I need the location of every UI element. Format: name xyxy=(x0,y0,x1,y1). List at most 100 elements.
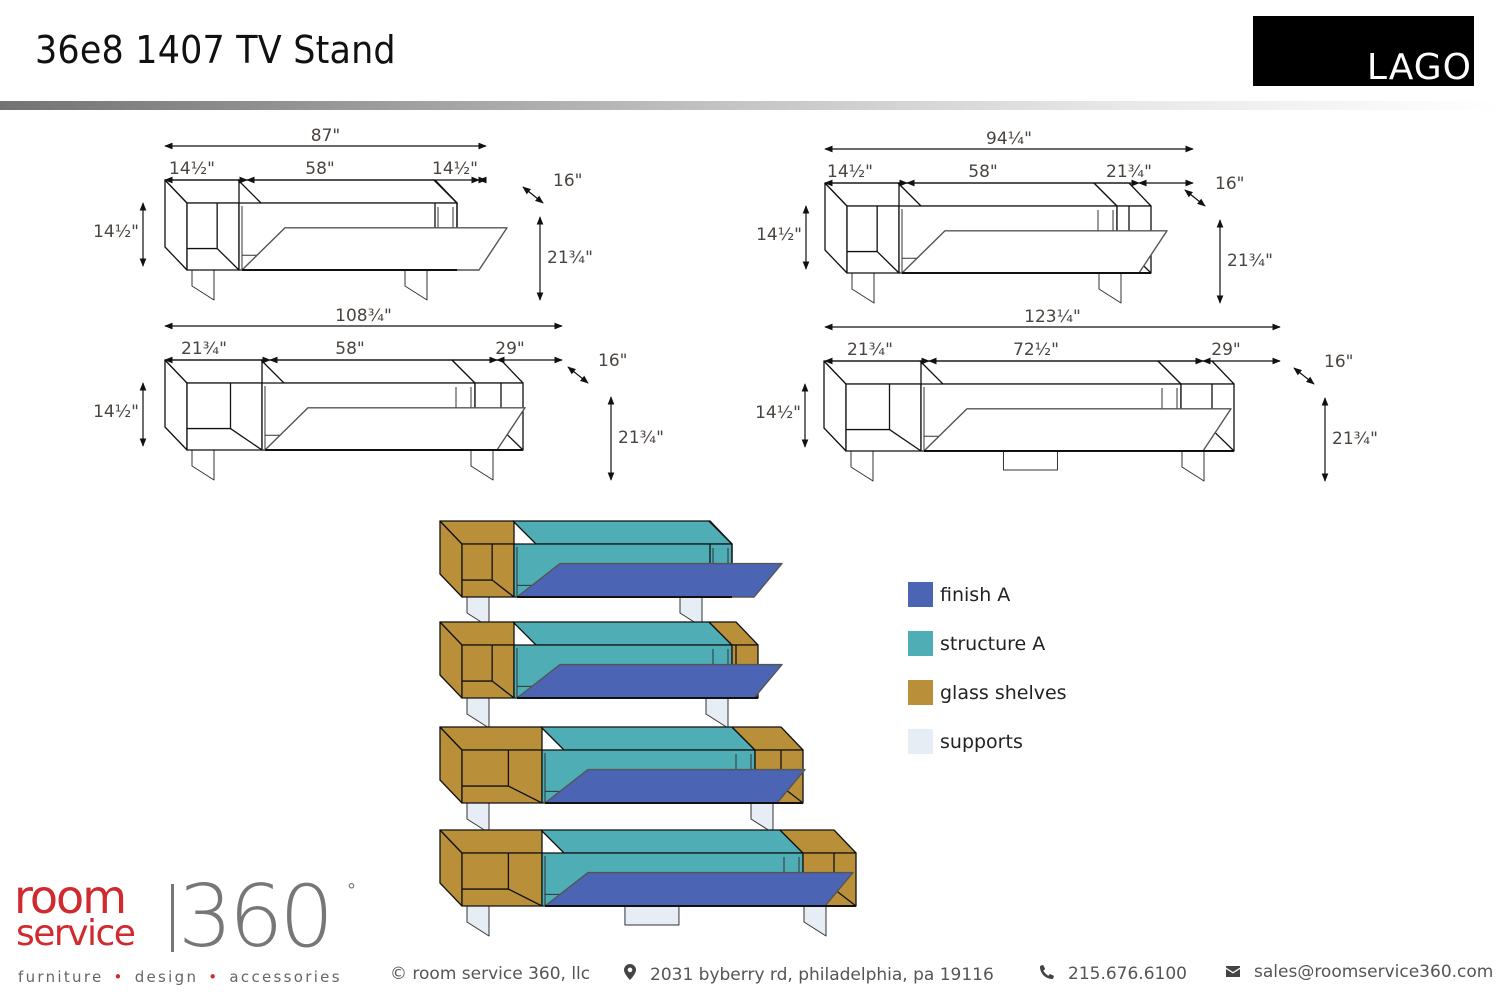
header-divider xyxy=(0,101,1500,110)
left-cube-front xyxy=(461,644,515,699)
finish-a-swatch xyxy=(908,582,933,607)
legend-label: structure A xyxy=(940,632,1046,655)
tagline-design: design xyxy=(134,968,199,986)
logo-360-text: 360 xyxy=(178,867,334,967)
stand-drawing-config-123-1-4: 123¼" 21¾" 72½" 29" 16" 14½" 21¾" xyxy=(755,307,1378,482)
logo-room-text: room xyxy=(14,870,127,924)
module-height-label: 14½" xyxy=(93,222,139,242)
left-cube-front xyxy=(461,543,515,598)
module-height-label: 14½" xyxy=(756,225,802,245)
legend-label: finish A xyxy=(940,583,1011,606)
glass-shelves-swatch xyxy=(908,680,933,705)
center-box-top xyxy=(897,182,1118,207)
right-leg-support xyxy=(404,269,428,301)
center-box-top xyxy=(512,520,733,545)
center-module-label: 72½" xyxy=(1013,340,1059,360)
legend-item-glass-shelves: glass shelves xyxy=(908,668,1067,717)
left-cube-front xyxy=(845,383,922,452)
colored-stand-config-94-1-4 xyxy=(439,621,783,729)
phone-text[interactable]: 215.676.6100 xyxy=(1068,964,1187,984)
center-box-top xyxy=(260,359,476,384)
left-cube-bevel xyxy=(216,248,240,271)
depth-label: 16" xyxy=(1215,174,1244,194)
envelope-icon xyxy=(1226,962,1240,982)
left-cube-front xyxy=(461,852,543,907)
depth-arrow xyxy=(1293,367,1315,385)
overall-height-label: 21¾" xyxy=(1227,251,1273,271)
colored-stand-config-123-1-4 xyxy=(439,829,857,937)
left-leg-support xyxy=(850,450,874,482)
left-leg-support xyxy=(466,697,490,729)
total-width-label: 87" xyxy=(311,126,340,146)
left-leg-support xyxy=(851,272,875,304)
legend-label: supports xyxy=(940,730,1023,753)
drop-down-flap-finish xyxy=(901,230,1168,274)
right-module-label: 29" xyxy=(1211,340,1240,360)
right-leg-support xyxy=(470,449,494,481)
stand-drawing-config-108-3-4: 108¾"21¾"58"29"16"14½"21¾" xyxy=(93,306,664,481)
left-leg-support xyxy=(191,269,215,301)
center-module-label: 58" xyxy=(968,162,997,182)
drop-down-flap-finish xyxy=(923,408,1232,452)
colored-stand-config-108-3-4 xyxy=(439,726,806,834)
left-cube-bevel xyxy=(491,579,515,598)
left-leg-support xyxy=(466,905,490,937)
map-pin-icon xyxy=(624,964,636,985)
left-cube-bevel xyxy=(491,680,515,699)
depth-label: 16" xyxy=(598,351,627,371)
footer-address: 2031 byberry rd, philadelphia, pa 19116 xyxy=(624,964,994,985)
copyright-text: © room service 360, llc xyxy=(390,964,591,984)
logo-tagline: furniture•design•accessories xyxy=(18,968,342,986)
colored-finish-drawings xyxy=(439,520,857,937)
left-module-label: 14½" xyxy=(827,162,873,182)
logo-service-text: service xyxy=(16,913,136,954)
stand-drawing-config-87: 87"14½"58"14½"16"14½"21¾" xyxy=(93,126,593,301)
drop-down-flap-finish xyxy=(544,768,806,804)
lago-brand-logo: LAGO xyxy=(1253,16,1474,86)
module-height-label: 14½" xyxy=(93,402,139,422)
brand-logo-text: LAGO xyxy=(1366,47,1472,88)
footer-email[interactable]: sales@roomservice360.com xyxy=(1226,962,1493,982)
depth-label: 16" xyxy=(553,171,582,191)
footer-phone[interactable]: 215.676.6100 xyxy=(1040,964,1187,984)
legend-item-finish-a: finish A xyxy=(908,570,1067,619)
left-cube-front xyxy=(186,202,240,271)
finish-legend: finish A structure A glass shelves suppo… xyxy=(908,570,1067,766)
left-module-label: 21¾" xyxy=(181,339,227,359)
left-cube-bevel xyxy=(508,888,543,907)
drop-down-flap-finish xyxy=(264,407,526,451)
drop-down-flap-finish xyxy=(516,663,783,699)
right-module-label: 14½" xyxy=(432,159,478,179)
left-cube-bevel xyxy=(230,428,263,451)
center-box-top xyxy=(237,179,458,204)
overall-height-label: 21¾" xyxy=(618,428,664,448)
tagline-separator: • xyxy=(113,968,125,986)
left-leg-support xyxy=(466,802,490,834)
left-module-label: 21¾" xyxy=(847,340,893,360)
supports-swatch xyxy=(908,729,933,754)
total-width-label: 123¼" xyxy=(1024,307,1081,327)
address-text: 2031 byberry rd, philadelphia, pa 19116 xyxy=(650,964,994,985)
center-module-label: 58" xyxy=(305,159,334,179)
total-width-label: 108¾" xyxy=(335,306,392,326)
tagline-furniture: furniture xyxy=(18,968,104,986)
right-cube-top xyxy=(708,520,733,545)
dimensioned-line-drawings: 87"14½"58"14½"16"14½"21¾"94¼"14½"58"21¾"… xyxy=(93,126,1378,482)
left-cube-front xyxy=(846,205,900,274)
left-cube-bevel xyxy=(889,429,922,452)
drop-down-flap-finish xyxy=(544,871,854,907)
module-height-label: 14½" xyxy=(755,403,801,423)
overall-height-label: 21¾" xyxy=(1332,429,1378,449)
email-text[interactable]: sales@roomservice360.com xyxy=(1254,962,1494,982)
right-leg-support xyxy=(705,697,729,729)
center-support xyxy=(1002,450,1058,471)
left-leg-support xyxy=(191,449,215,481)
depth-arrow xyxy=(567,366,589,384)
depth-label: 16" xyxy=(1324,352,1353,372)
center-support xyxy=(624,905,680,926)
phone-icon xyxy=(1040,964,1054,984)
tagline-separator: • xyxy=(208,968,220,986)
legend-item-structure-a: structure A xyxy=(908,619,1067,668)
legend-label: glass shelves xyxy=(940,681,1067,704)
